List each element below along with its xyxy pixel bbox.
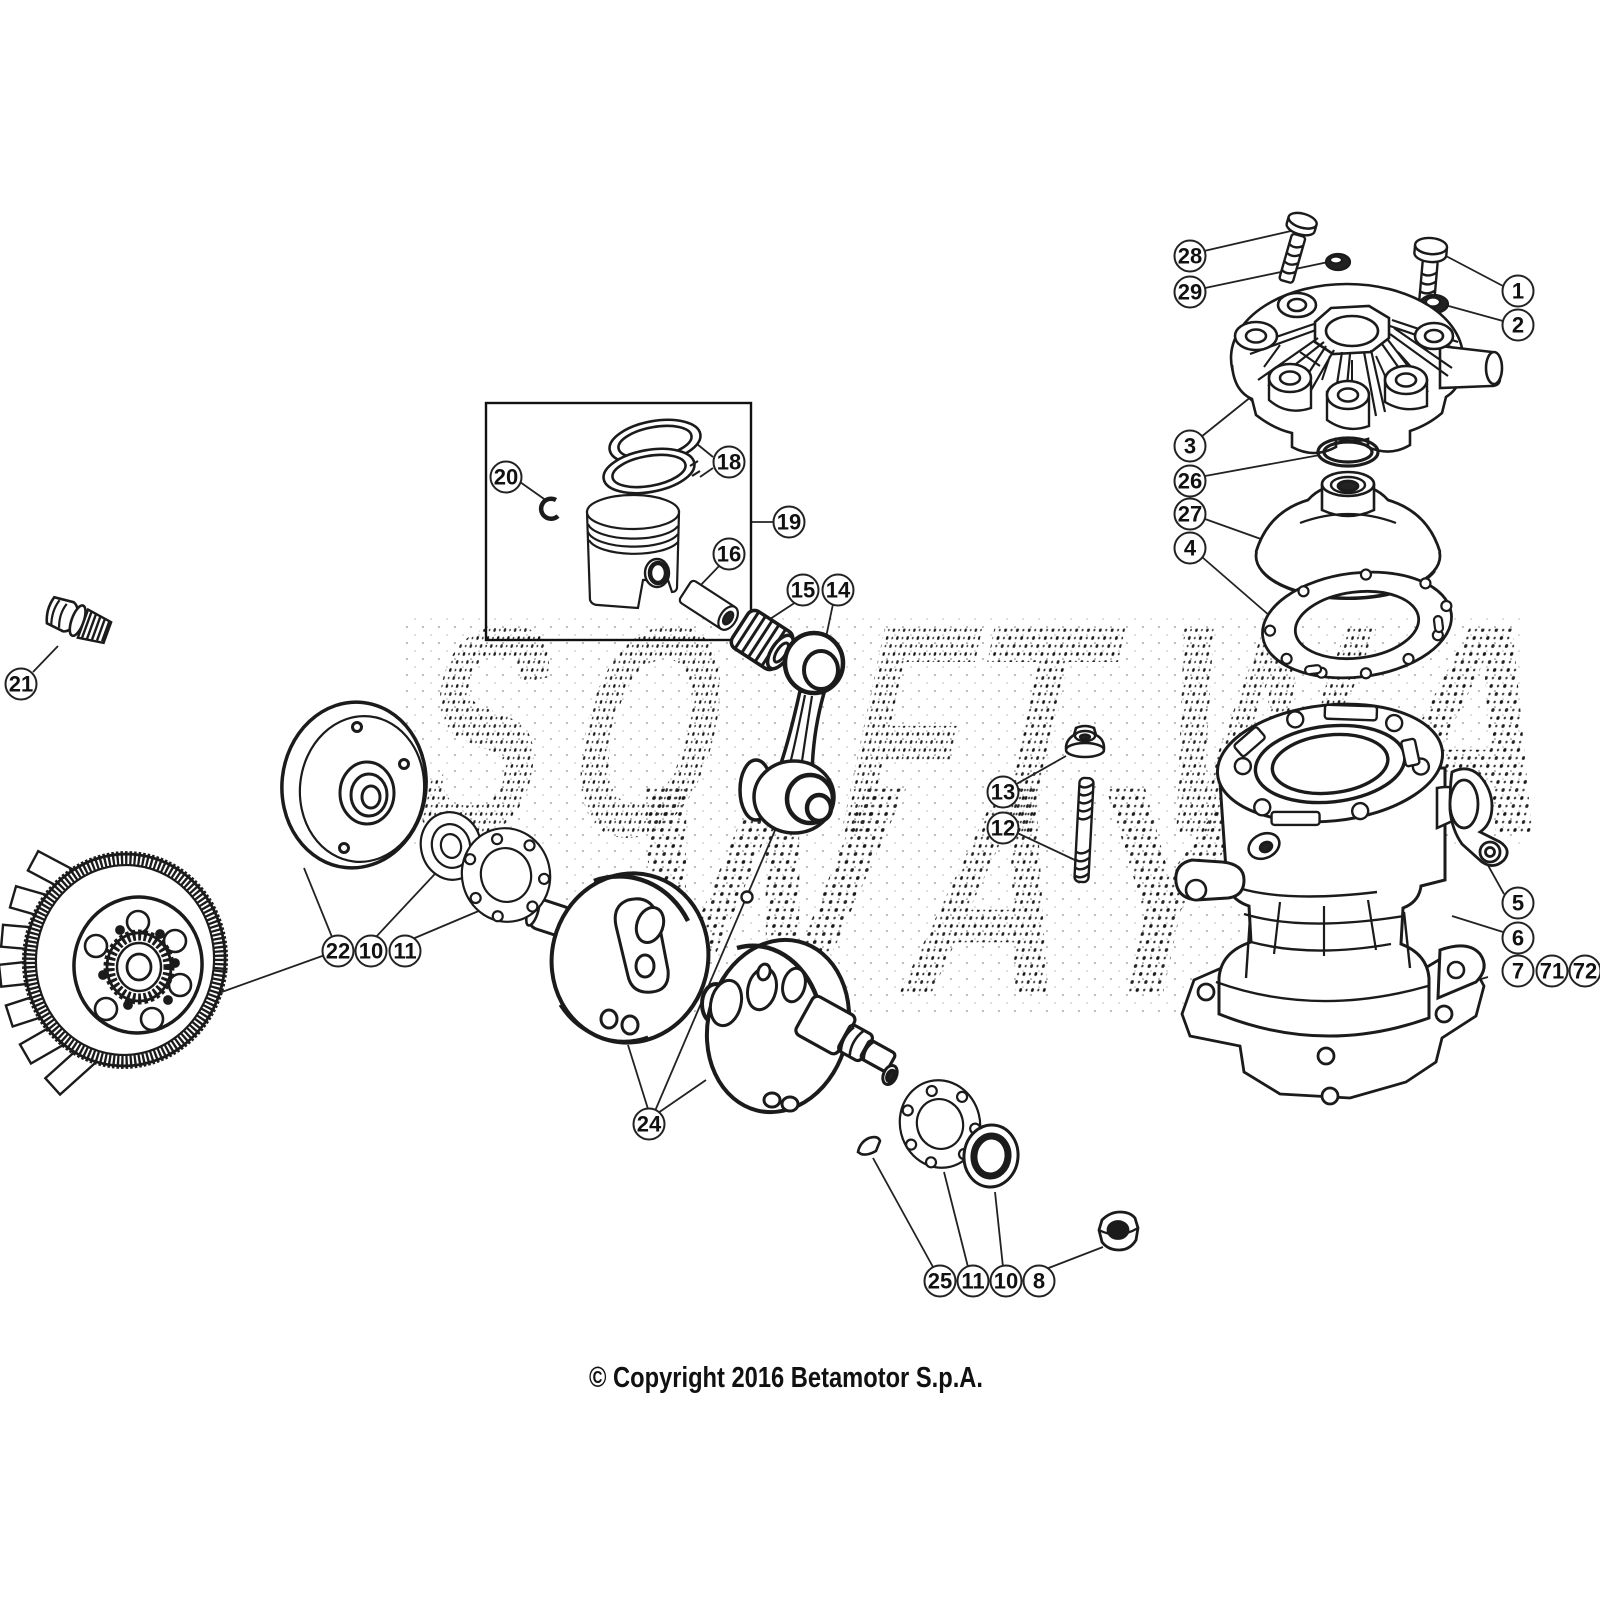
svg-text:72: 72	[1573, 959, 1597, 984]
svg-text:13: 13	[991, 780, 1015, 805]
svg-text:8: 8	[1033, 1269, 1045, 1294]
svg-text:22: 22	[326, 939, 350, 964]
svg-text:7: 7	[1512, 959, 1524, 984]
svg-text:19: 19	[777, 510, 801, 535]
svg-text:21: 21	[9, 672, 33, 697]
svg-text:10: 10	[359, 939, 383, 964]
svg-text:14: 14	[826, 578, 851, 603]
svg-text:24: 24	[637, 1112, 662, 1137]
svg-text:12: 12	[991, 816, 1015, 841]
svg-text:18: 18	[717, 450, 741, 475]
svg-text:11: 11	[393, 939, 416, 964]
svg-text:28: 28	[1178, 244, 1202, 269]
svg-text:11: 11	[961, 1269, 984, 1294]
svg-text:71: 71	[1540, 959, 1564, 984]
svg-text:2: 2	[1512, 313, 1524, 338]
svg-text:29: 29	[1178, 280, 1202, 305]
svg-text:20: 20	[494, 465, 518, 490]
svg-text:15: 15	[791, 578, 815, 603]
svg-text:1: 1	[1512, 279, 1524, 304]
svg-text:5: 5	[1512, 891, 1524, 916]
svg-text:26: 26	[1178, 469, 1202, 494]
svg-text:16: 16	[717, 542, 741, 567]
svg-text:© Copyright 2016 Betamotor S.p: © Copyright 2016 Betamotor S.p.A.	[589, 1362, 983, 1394]
svg-text:27: 27	[1178, 502, 1202, 527]
svg-text:10: 10	[994, 1269, 1018, 1294]
svg-text:25: 25	[928, 1269, 952, 1294]
svg-text:4: 4	[1184, 536, 1197, 561]
svg-text:3: 3	[1184, 434, 1196, 459]
svg-text:6: 6	[1512, 926, 1524, 951]
